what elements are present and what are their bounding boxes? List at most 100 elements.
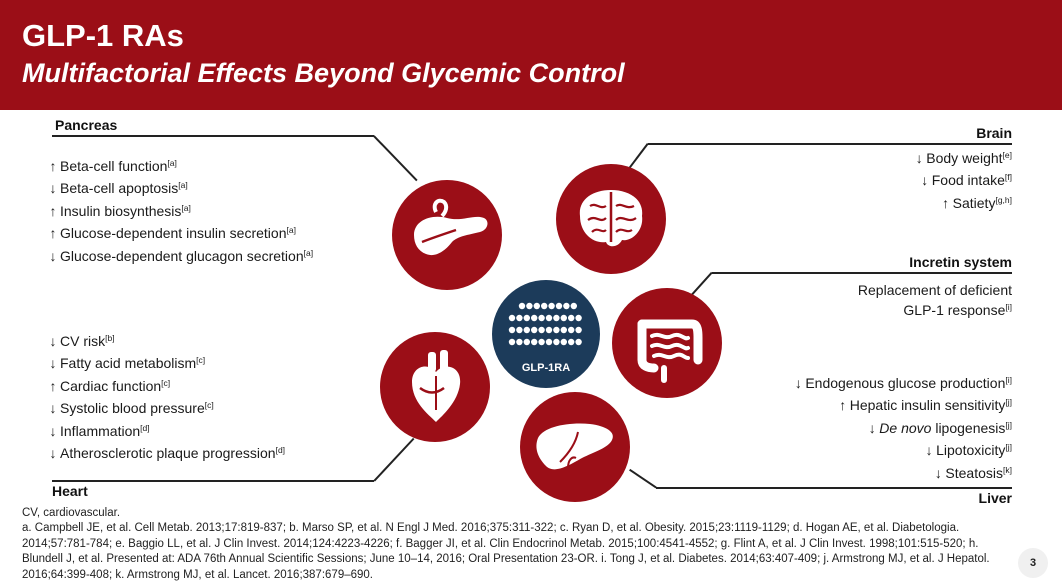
chain-bead [508,326,516,334]
reference-marker: [j] [1005,442,1012,453]
chain-bead [541,302,548,310]
brain-underline [648,143,1012,145]
list-item: ↓CV risk[b] [48,330,285,352]
reference-marker: [k] [1003,464,1012,475]
reference-marker: [c] [196,355,206,366]
chain-bead [548,302,555,310]
effect-text: Inflammation [60,422,141,439]
incretin-label: Incretin system [909,254,1012,270]
chain-bead [553,338,560,346]
arrow-indicator: ↓ [49,333,57,349]
effect-text: GLP-1 response [903,302,1006,318]
list-item: ↑Satiety[g,h] [914,192,1012,214]
arrow-indicator: ↓ [925,442,933,459]
chain-bead [570,302,577,310]
effect-text: Systolic blood pressure [60,400,205,417]
footnotes: CV, cardiovascular. a. Campbell JE, et a… [22,506,1012,582]
list-item: ↓Fatty acid metabolism[c] [48,352,285,374]
abbreviation-note: CV, cardiovascular. [22,507,121,519]
effect-text: Body weight [926,150,1003,166]
chain-bead [560,338,567,346]
arrow-indicator: ↓ [915,150,923,166]
incretin-circle [612,288,722,398]
list-item: ↑Cardiac function[c] [48,375,285,397]
effect-text: Beta-cell apoptosis [60,180,179,197]
reference-marker: [b] [105,333,115,343]
effect-text: Atherosclerotic plaque progression [60,445,276,462]
effect-text: lipogenesis [931,419,1006,436]
chain-bead [575,314,582,322]
chain-bead [531,326,538,334]
chain-bead [531,338,538,346]
chain-bead [560,314,567,322]
chain-bead [526,302,533,310]
liver-underline [656,487,1012,489]
effect-text: Steatosis [945,464,1004,481]
brain-label: Brain [976,125,1012,141]
chain-bead [516,314,523,322]
reference-marker: [c] [204,400,214,411]
effect-text: Fatty acid metabolism [60,355,197,372]
chain-bead [523,314,530,322]
chain-bead [538,338,545,346]
chain-bead [518,302,526,310]
list-item: ↓Endogenous glucose production[i] [793,372,1012,394]
slide-title: GLP-1 RAs [22,18,184,53]
list-item: ↓Inflammation[d] [48,420,285,442]
pancreas-circle [392,180,502,290]
reference-marker: [c] [161,377,171,388]
reference-marker: [f] [1004,172,1012,183]
chain-bead [516,326,523,334]
arrow-indicator: ↑ [49,377,57,394]
list-item: ↓Glucose-dependent glucagon secretion[a] [48,245,314,267]
effect-text: Satiety [952,194,996,211]
effect-text: Glucose-dependent glucagon secretion [60,247,304,264]
reference-marker: [a] [167,158,177,168]
effect-text: CV risk [60,333,106,349]
chain-bead [553,326,560,334]
title-banner: GLP-1 RAs Multifactorial Effects Beyond … [0,0,1062,110]
effect-text: Insulin biosynthesis [60,202,182,219]
heart-effects-list: ↓CV risk[b] ↓Fatty acid metabolism[c] ↑C… [48,330,286,464]
chain-bead [523,338,530,346]
list-item: ↑Insulin biosynthesis[a] [48,200,313,222]
effect-text: Beta-cell function [60,158,168,174]
pancreas-effects-list: ↑Beta-cell function[a] ↓Beta-cell apopto… [48,155,314,267]
heart-underline [52,480,374,482]
brain-effects-list: ↓Body weight[e] ↓Food intake[f] ↑Satiety… [914,147,1012,214]
arrow-indicator: ↑ [49,225,57,242]
reference-marker: [a] [181,202,191,213]
pancreas-label: Pancreas [55,117,118,133]
incretin-line-1: Replacement of deficient [857,282,1012,298]
heart-connector [373,437,415,482]
incretin-line-2: GLP-1 response[i] [858,300,1012,320]
arrow-indicator: ↓ [49,355,57,372]
chain-bead [545,326,553,334]
reference-marker: [e] [1002,150,1012,160]
effect-text: Cardiac function [60,377,162,394]
arrow-indicator: ↑ [942,194,950,211]
list-item: ↓Body weight[e] [914,147,1012,169]
reference-marker: [i] [1005,302,1012,312]
list-item: ↓Atherosclerotic plaque progression[d] [48,442,286,464]
list-item: ↑Glucose-dependent insulin secretion[a] [48,222,313,244]
chain-bead [538,326,545,334]
effect-text: Lipotoxicity [936,442,1006,459]
heart-organ-icon [412,350,461,422]
arrow-indicator: ↑ [49,158,57,174]
chain-bead [553,314,560,322]
liver-label: Liver [978,490,1012,506]
chain-bead [531,314,538,322]
list-item: ↓Steatosis[k] [793,462,1012,484]
chain-bead [563,302,570,310]
chain-bead [545,314,553,322]
arrow-indicator: ↓ [49,180,57,197]
chain-bead [575,326,582,334]
reference-marker: [i] [1005,375,1012,385]
reference-marker: [j] [1005,419,1012,430]
heart-label: Heart [52,483,88,499]
effect-prefix-italic: De novo [879,419,932,436]
list-item: ↓Food intake[f] [914,169,1012,191]
arrow-indicator: ↑ [839,397,847,414]
chain-bead [568,338,575,346]
